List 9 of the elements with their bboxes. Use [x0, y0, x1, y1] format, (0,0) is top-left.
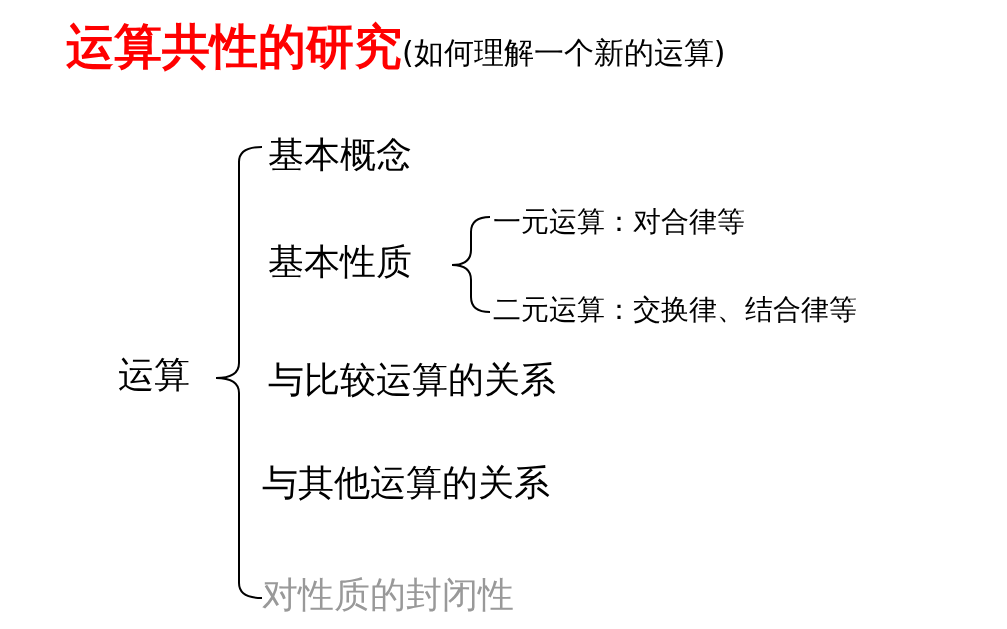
label-text: 基本性质 — [268, 240, 412, 284]
label-text: 二元运算：交换律、结合律等 — [493, 293, 857, 327]
title: 运算共性的研究(如何理解一个新的运算) — [66, 17, 726, 76]
label-text: 运算 — [118, 353, 190, 397]
label-text: 与比较运算的关系 — [268, 358, 556, 402]
label-text: 基本概念 — [268, 133, 412, 177]
label-text: 与其他运算的关系 — [262, 461, 550, 505]
label-text: 一元运算：对合律等 — [493, 205, 745, 239]
label-text: 对性质的封闭性 — [262, 573, 514, 617]
